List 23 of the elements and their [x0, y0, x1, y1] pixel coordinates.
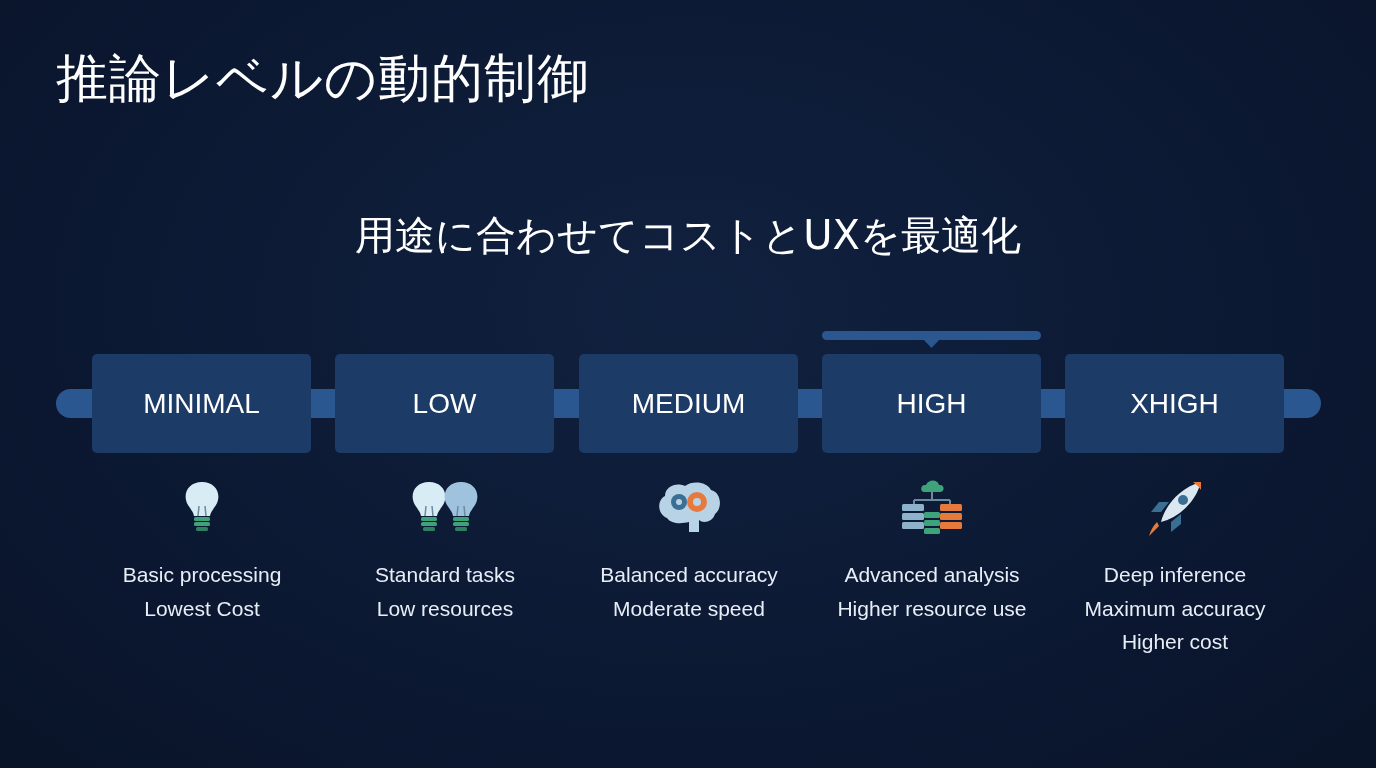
- level-box: [335, 354, 554, 453]
- level-box: [579, 354, 798, 453]
- level-box: [92, 354, 311, 453]
- description-text: Advanced analysis: [844, 562, 1020, 588]
- description-text: Lowest Cost: [144, 595, 260, 622]
- description-text: Basic processing: [122, 562, 282, 588]
- title: 推論レベルの動的制御: [56, 47, 590, 110]
- description-text: Higher cost: [1121, 629, 1229, 655]
- level-label: LOW: [412, 387, 477, 420]
- level-box: [822, 354, 1041, 453]
- level-label: XHIGH: [1130, 387, 1219, 420]
- level-box: [1065, 354, 1284, 453]
- description-text: Moderate speed: [613, 595, 765, 622]
- level-label: HIGH: [896, 387, 967, 420]
- description-text: Deep inference: [1103, 562, 1247, 588]
- subtitle: 用途に合わせてコストとUXを最適化: [354, 211, 1022, 260]
- level-label: MINIMAL: [143, 387, 260, 420]
- level-label: MEDIUM: [631, 387, 746, 420]
- description-text: Maximum accuracy: [1084, 595, 1266, 622]
- description-text: Standard tasks: [374, 562, 516, 588]
- description-text: Higher resource use: [837, 595, 1027, 622]
- description-text: Low resources: [376, 595, 514, 622]
- description-text: Balanced accuracy: [600, 562, 778, 588]
